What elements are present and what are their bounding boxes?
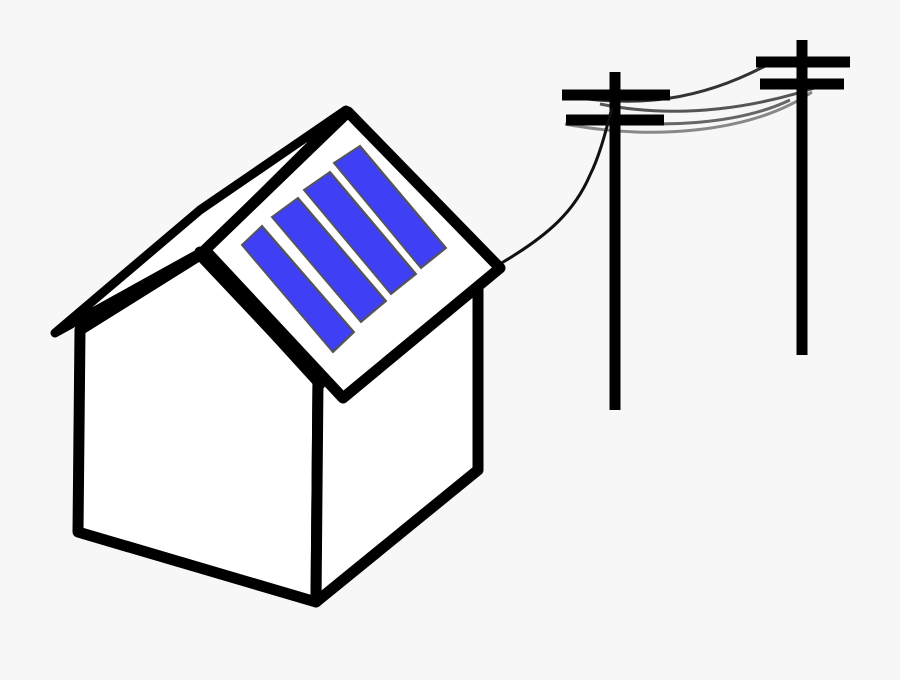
solar-cell-3 <box>302 170 418 296</box>
solar-cell-1 <box>240 224 356 354</box>
roof-panel-frame <box>199 106 506 404</box>
power-line-bottom <box>564 90 813 134</box>
service-wire <box>497 107 614 267</box>
utility-pole-far <box>756 40 850 355</box>
solar-cell-4 <box>332 144 448 270</box>
roof-eave-line <box>194 246 326 390</box>
solar-panel <box>240 144 448 354</box>
solar-cell-2 <box>270 196 388 324</box>
utility-pole-near <box>562 72 670 410</box>
